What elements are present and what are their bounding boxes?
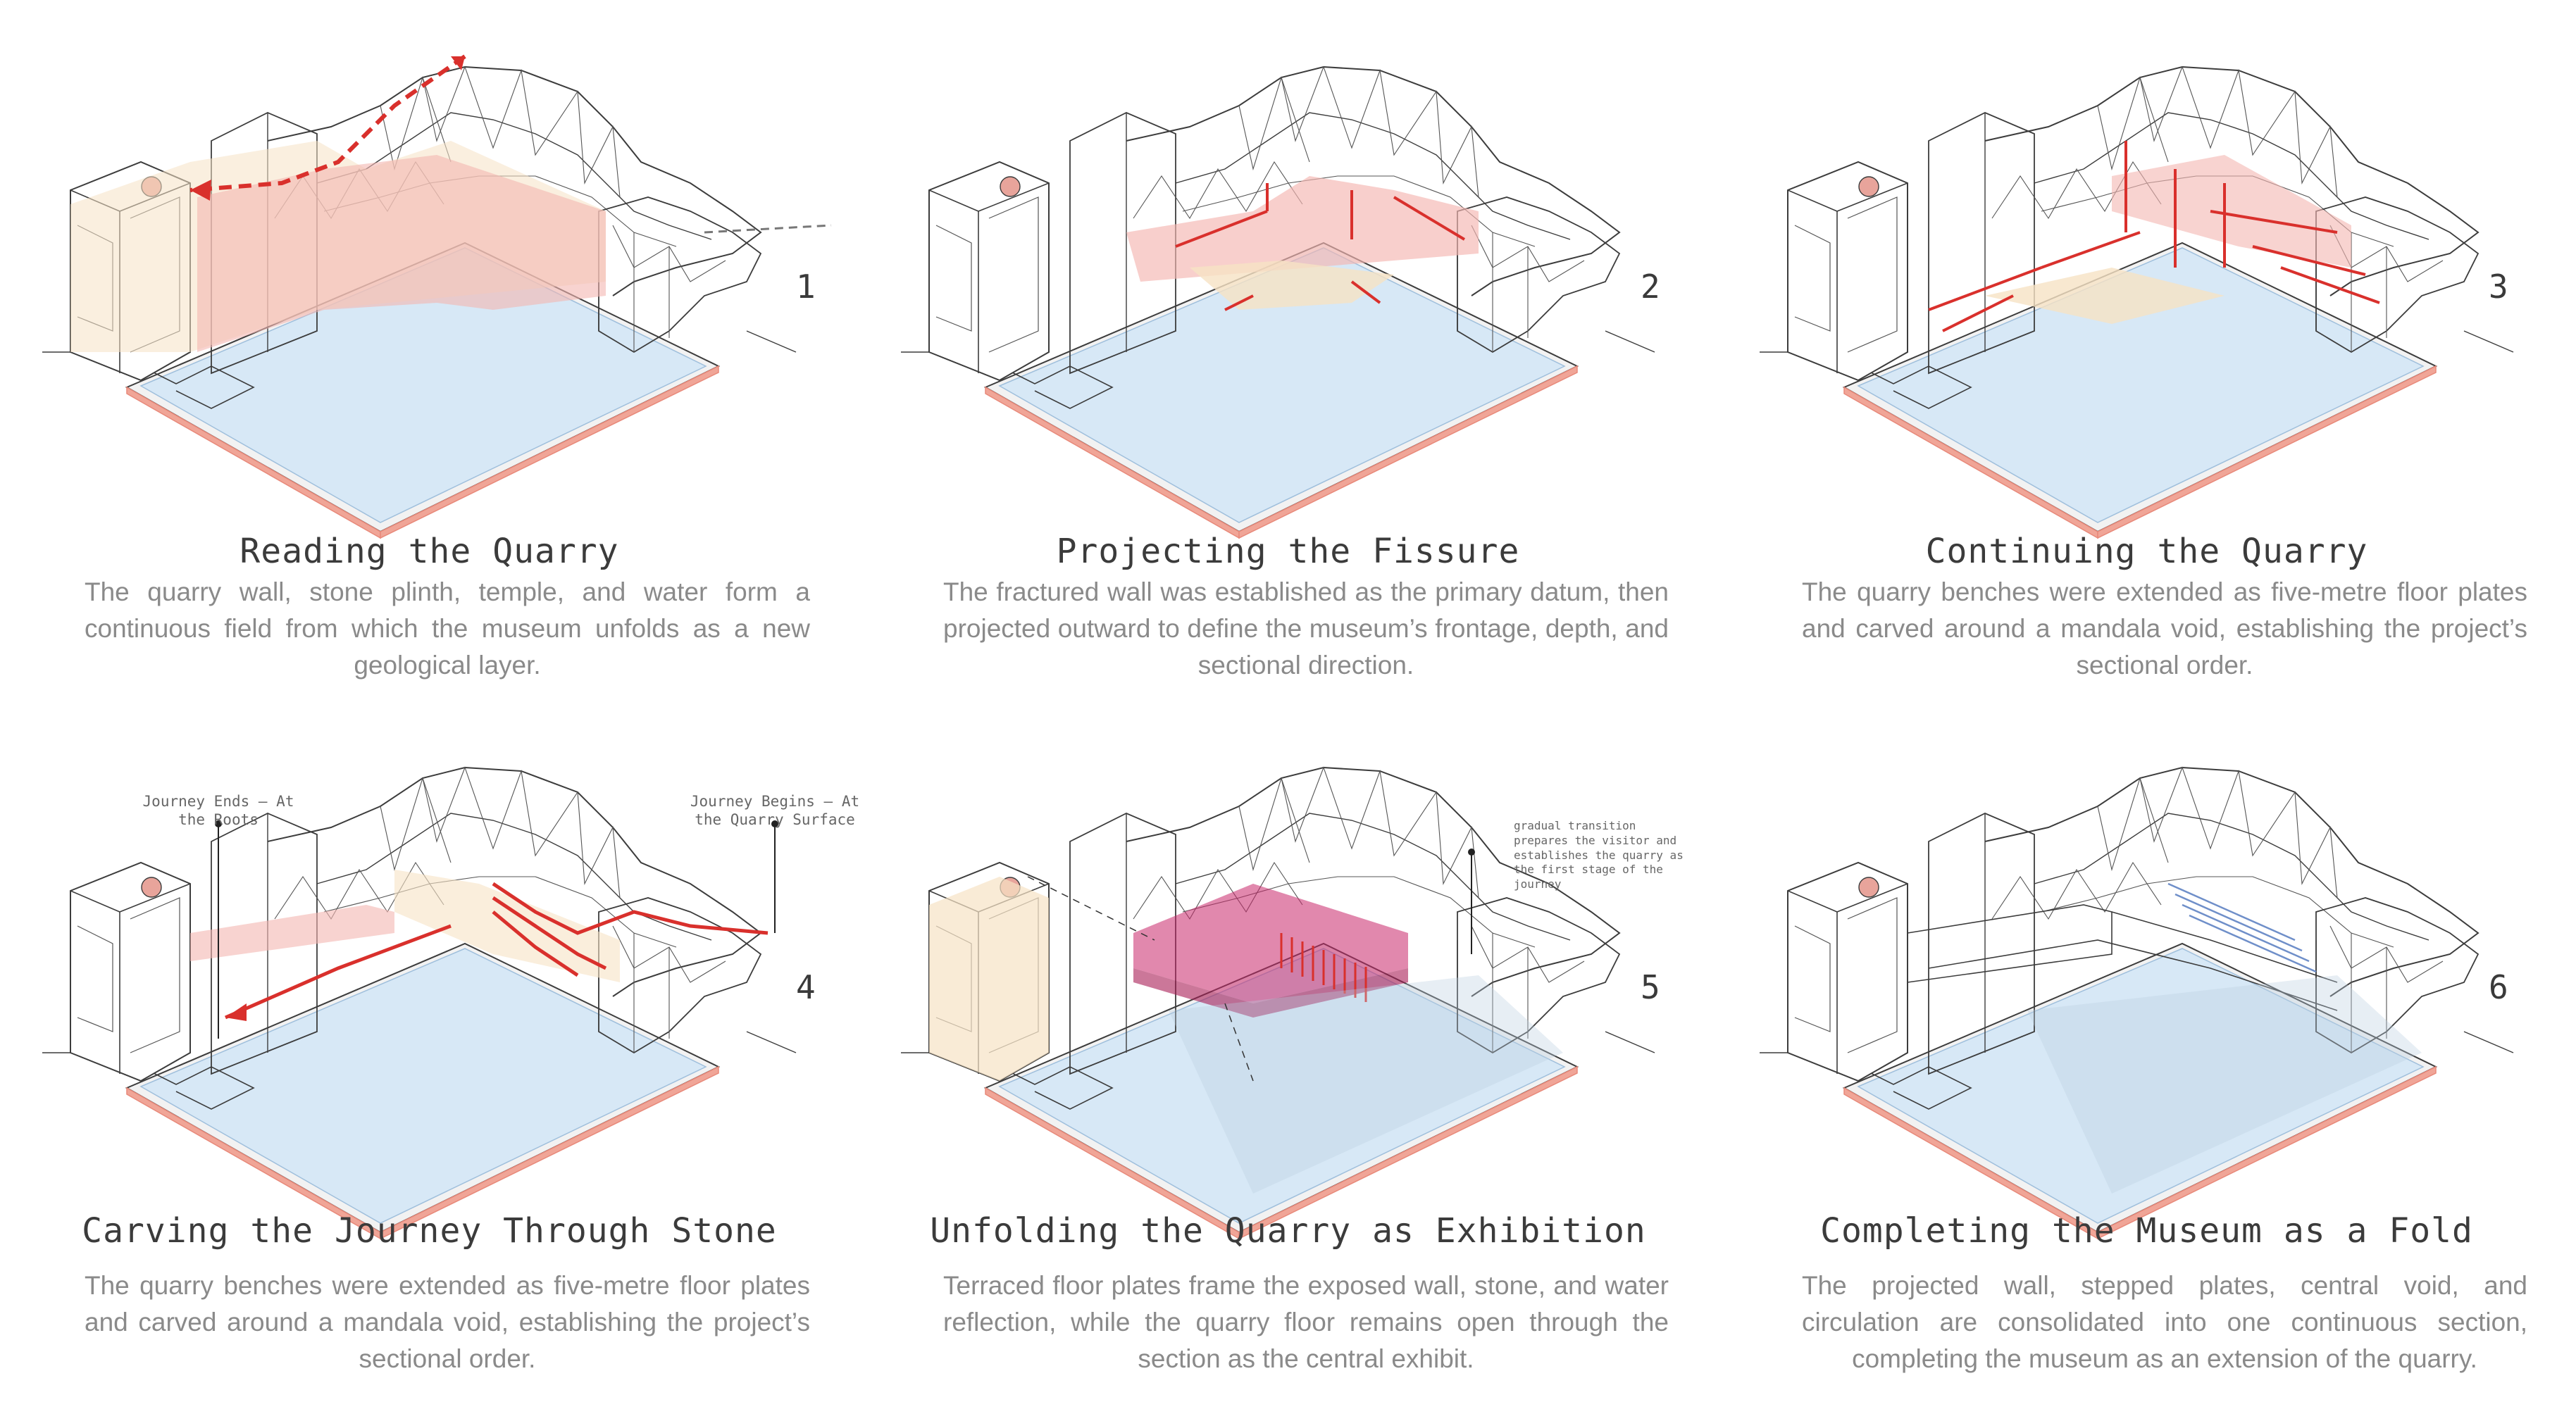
panel-title: Reading the Quarry	[239, 532, 619, 571]
arrow-head	[190, 180, 211, 201]
pink-overlay	[1126, 176, 1479, 282]
step-number: 2	[1641, 268, 1660, 306]
reflection	[2027, 975, 2422, 1194]
panel-title: Unfolding the Quarry as Exhibition	[930, 1211, 1646, 1251]
isometric-diagram-1	[42, 54, 832, 539]
isometric-diagram-3	[1759, 66, 2514, 539]
panel-caption: Terraced floor plates frame the exposed …	[943, 1271, 1669, 1373]
step-number: 5	[1641, 968, 1660, 1006]
panel-title: Carving the Journey Through Stone	[82, 1211, 777, 1251]
red-arrows	[1175, 183, 1466, 311]
leader-dot	[215, 820, 222, 827]
isometric-diagram-6	[1759, 767, 2514, 1239]
panel-3: 3 Continuing the Quarry The quarry bench…	[1717, 0, 2576, 701]
reflection	[1169, 975, 1563, 1194]
dashed-extension	[704, 224, 832, 234]
dashed-link	[1027, 876, 1155, 941]
panel-caption: The quarry benches were extended as five…	[1802, 577, 2527, 680]
red-journey-path	[224, 882, 769, 1020]
floor-plates	[1907, 904, 2338, 1011]
panel-caption: The quarry benches were extended as five…	[85, 1271, 810, 1373]
red-ribs	[1280, 933, 1367, 1002]
magenta-volume	[1133, 884, 1408, 1003]
magenta-volume-edge	[1133, 968, 1408, 1018]
journey-ends-label: Journey Ends — At the Roots	[142, 793, 294, 829]
panel-2: 2 Projecting the Fissure The fractured w…	[859, 0, 1717, 701]
pink-overlay	[197, 155, 606, 352]
panel-caption: The projected wall, stepped plates, cent…	[1802, 1271, 2527, 1373]
leader-dot	[771, 820, 778, 827]
pink-overlay	[190, 905, 394, 961]
dashed-link	[1224, 1003, 1254, 1082]
red-arrows	[1928, 141, 2380, 332]
step-number: 4	[796, 968, 816, 1006]
cream-overlay	[394, 870, 620, 982]
panel-caption: The quarry wall, stone plinth, temple, a…	[85, 577, 810, 680]
panel-title: Projecting the Fissure	[1056, 532, 1520, 571]
cream-overlay	[929, 877, 1049, 1081]
blue-circulation	[2167, 882, 2317, 973]
panel-caption: The fractured wall was established as th…	[943, 577, 1669, 680]
arrow-head	[451, 56, 465, 70]
panel-title: Completing the Museum as a Fold	[1820, 1211, 2473, 1251]
cream-overlay	[1190, 261, 1394, 310]
step-number: 3	[2489, 268, 2508, 306]
red-arrow-path	[189, 54, 466, 192]
transition-label: gradual transition prepares the visitor …	[1514, 819, 1684, 891]
step-number: 6	[2489, 968, 2508, 1006]
cream-overlay	[1985, 268, 2225, 324]
panel-title: Continuing the Quarry	[1925, 532, 2368, 571]
isometric-diagram-2	[900, 66, 1655, 539]
step-number: 1	[796, 268, 816, 306]
leader-dot	[1468, 849, 1475, 856]
journey-begins-label: Journey Begins — At the Quarry Surface	[690, 793, 860, 829]
panel-1: 1 Reading the Quarry The quarry wall, st…	[0, 0, 859, 701]
arrow-head	[225, 1003, 247, 1021]
panel-4: Journey Ends — At the Roots Journey Begi…	[0, 701, 859, 1401]
pink-overlay	[2112, 155, 2351, 268]
panel-6: 6 Completing the Museum as a Fold The pr…	[1717, 701, 2576, 1401]
isometric-diagram-5	[900, 767, 1655, 1239]
isometric-diagram-4	[42, 767, 797, 1239]
panel-5: gradual transition prepares the visitor …	[859, 701, 1717, 1401]
